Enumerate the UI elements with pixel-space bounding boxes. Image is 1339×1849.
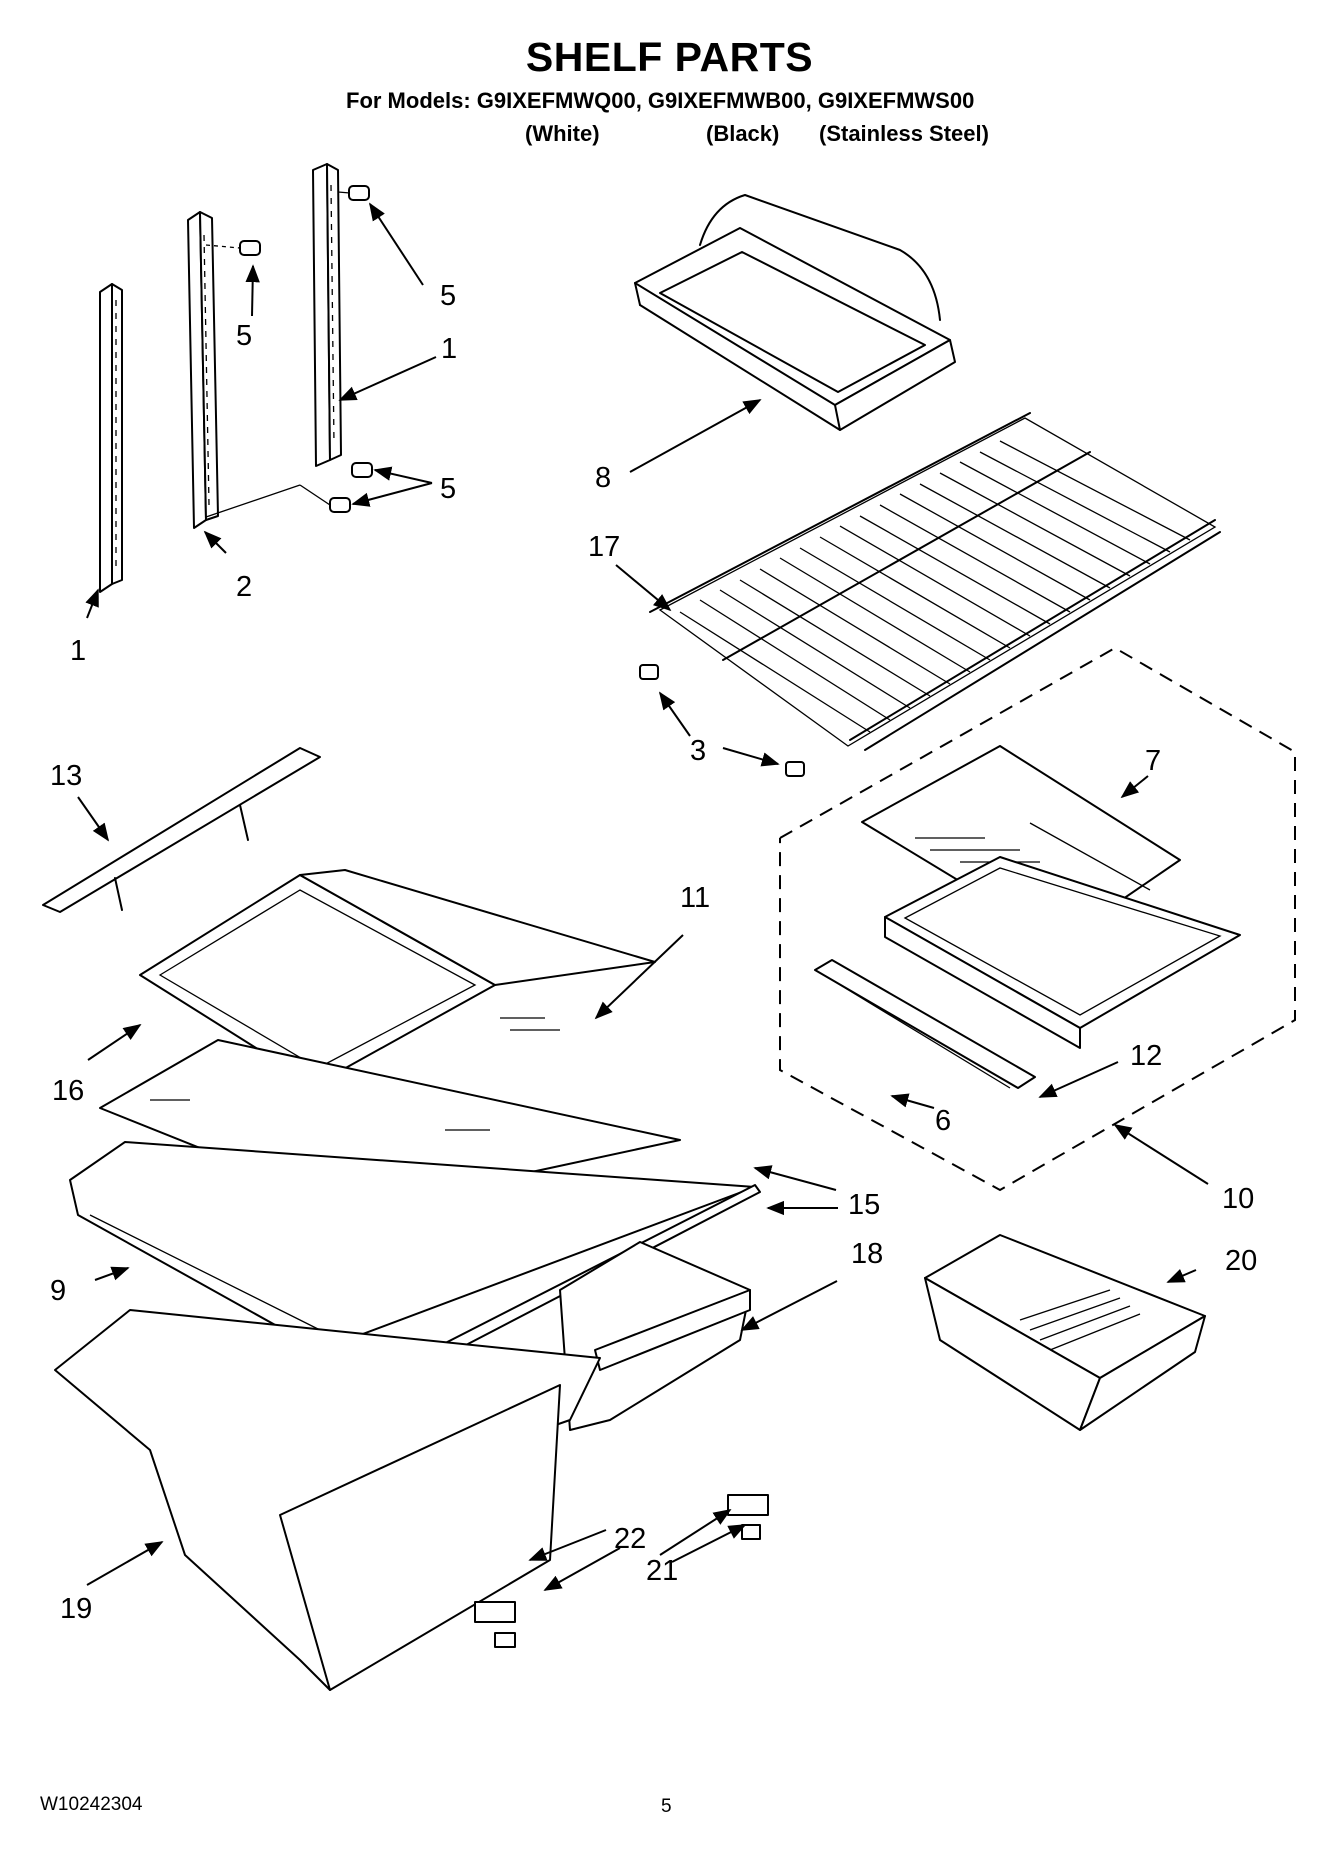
document-code: W10242304 [40,1794,143,1815]
callout-1: 1 [441,333,457,365]
cover-strip-part [42,747,321,913]
deli-pan-part [634,194,956,431]
models-line: For Models: G9IXEFMWQ00, G9IXEFMWB00, G9… [346,88,975,113]
rail-right [312,163,342,467]
callout-20: 20 [1225,1245,1257,1277]
callout-leaders [77,202,1209,1591]
callout-12: 12 [1130,1040,1162,1072]
shelf-support-icon [639,664,805,777]
callout-6: 6 [935,1105,951,1137]
callout-9: 9 [50,1275,66,1307]
callout-18: 18 [851,1238,883,1270]
callout-8: 8 [595,462,611,494]
callout-3: 3 [690,735,706,767]
crisper-drawer-right-part [559,1241,751,1431]
rail-center [187,211,219,529]
callout-13: 13 [50,760,82,792]
callout-15: 15 [848,1189,880,1221]
callout-16: 16 [52,1075,84,1107]
callout-1: 1 [70,635,86,667]
callout-2: 2 [236,571,252,603]
callout-5: 5 [440,473,456,505]
variant-black: (Black) [706,121,780,146]
wire-shelf-part [649,412,1221,751]
callout-17: 17 [588,531,620,563]
callout-5: 5 [236,320,252,352]
variant-white: (White) [525,121,600,146]
shelf-rail-part [814,959,1036,1089]
callout-11: 11 [680,882,710,914]
snack-pan-part [924,1234,1206,1431]
assembly-boundary [779,646,1296,1192]
callout-22: 22 [614,1523,646,1555]
crisper-cover-part [69,1141,756,1351]
callout-7: 7 [1145,745,1161,777]
callout-19: 19 [60,1593,92,1625]
callout-10: 10 [1222,1183,1254,1215]
glass-shelf-frame-part [884,856,1241,1049]
page-title: SHELF PARTS [525,34,814,80]
callout-5: 5 [440,280,456,312]
variant-stainless: (Stainless Steel) [819,121,989,146]
rail-left [99,283,123,593]
callout-21: 21 [646,1555,678,1587]
crisper-drawer-left-part [54,1309,601,1691]
screw-icon [205,185,373,518]
page-number: 5 [661,1796,672,1817]
